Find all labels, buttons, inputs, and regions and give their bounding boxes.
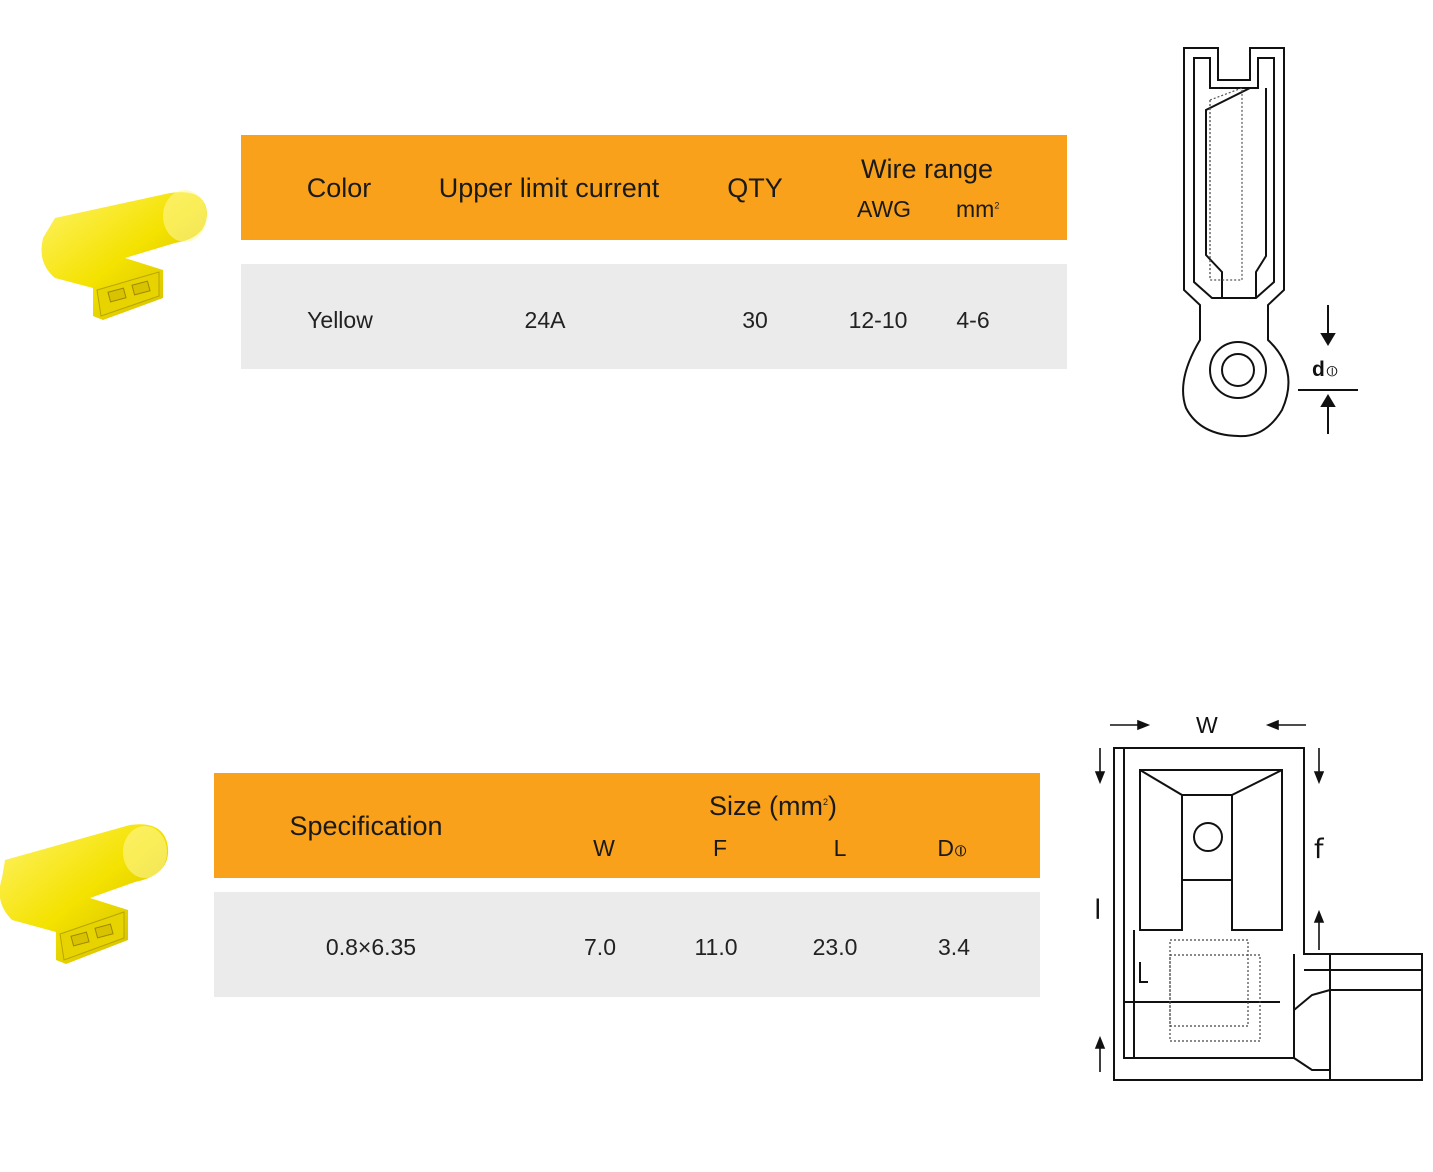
table2-cell-w: 7.0 [584,934,616,960]
terminal-diagram-bottom [1094,719,1423,1081]
table1-header-wire-range: Wire range [860,154,994,184]
table2-header-size-text: Size (mm [708,791,823,821]
table2-header-size: Size (mm2) [709,791,837,822]
phi-symbol-icon: ⦶ [1326,363,1338,380]
table2-header-l: L [833,835,847,861]
table2-header-size-close: ) [828,791,838,821]
table1-header-mm-text: mm [956,196,995,222]
table2-header-f: F [712,835,728,861]
table1-header-upper-limit-current: Upper limit current [438,173,660,203]
table2-header-size-sup: 2 [822,797,829,807]
diagram2-w-label: W [1196,712,1218,738]
phi-symbol-icon: ⦶ [955,843,967,860]
table2-header-specification: Specification [289,811,443,841]
table1-header-color: Color [306,173,372,203]
table2-header-d-text: D [937,835,954,861]
table2-cell-d: 3.4 [938,934,970,960]
table1-cell-current: 24A [524,307,566,333]
table1-cell-qty: 30 [742,307,768,333]
table1-cell-color: Yellow [307,307,373,333]
table2-cell-specification: 0.8×6.35 [325,934,417,960]
diagram1-d-label: d⦶ [1312,358,1338,382]
terminal-diagram-top [1182,47,1358,438]
table2-header-w: W [593,835,615,861]
table2-cell-l: 23.0 [812,934,858,960]
diagram1-d-text: d [1312,358,1325,381]
table1-header-mm: mm2 [956,196,999,223]
diagram2-l-label: l [1094,895,1102,926]
diagram2-f-label: f [1314,834,1324,865]
table2-header-bar [214,773,1040,878]
table1-row-bar [241,264,1067,369]
connector-image-bottom [0,824,169,964]
table1-header-bar [241,135,1067,240]
table1-header-mm-sup: 2 [994,200,1000,211]
table2-header-d: D⦶ [937,835,966,862]
table1-header-awg: AWG [856,196,912,222]
table2-cell-f: 11.0 [694,934,738,960]
table1-cell-awg: 12-10 [848,307,908,333]
table2-row-bar [214,892,1040,997]
table1-cell-mm: 4-6 [956,307,990,333]
connector-image-top [41,190,207,320]
table1-header-qty: QTY [727,173,783,203]
